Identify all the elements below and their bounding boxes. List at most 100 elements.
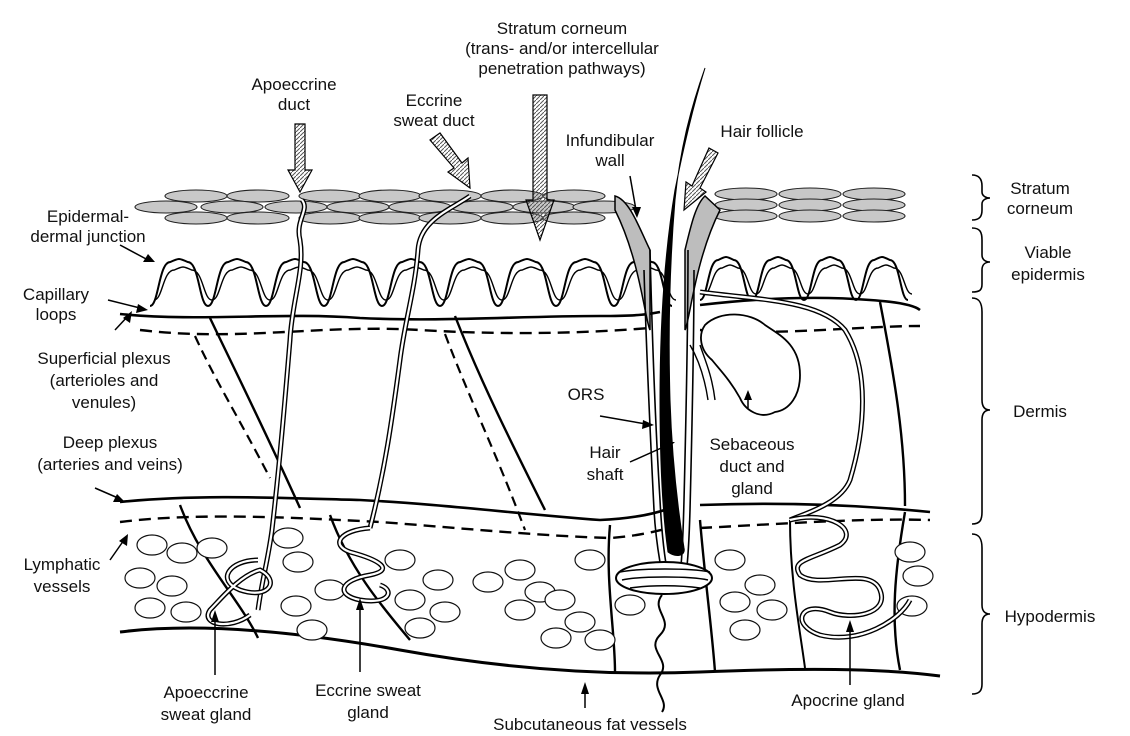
corneocyte xyxy=(779,199,841,211)
label-apoeccrine-gland-1: Apoeccrine xyxy=(163,683,248,702)
label-ors: ORS xyxy=(568,385,605,404)
fat-cell xyxy=(430,602,460,622)
label-sebaceous-1: Sebaceous xyxy=(709,435,794,454)
fat-cell xyxy=(167,543,197,563)
label-stratum-corneum-1: Stratum corneum xyxy=(497,19,627,38)
fat-cell xyxy=(315,580,345,600)
stratum-corneum-cells xyxy=(135,188,905,224)
corneocyte xyxy=(843,210,905,222)
fat-cell xyxy=(541,628,571,648)
corneocyte xyxy=(843,188,905,200)
fat-cell xyxy=(903,566,933,586)
label-apoeccrine-duct-2: duct xyxy=(278,95,310,114)
layer-braces xyxy=(972,175,990,694)
label-epidermal-2: dermal junction xyxy=(30,227,145,246)
sweat-ducts xyxy=(208,196,910,637)
corneocyte xyxy=(779,210,841,222)
fat-cell xyxy=(730,620,760,640)
fat-cell xyxy=(125,568,155,588)
fat-cell xyxy=(197,538,227,558)
corneocyte xyxy=(359,212,421,224)
corneocyte xyxy=(265,201,327,213)
corneocyte xyxy=(419,190,481,202)
label-apocrine: Apocrine gland xyxy=(791,691,904,710)
fat-cell xyxy=(273,528,303,548)
fat-cell xyxy=(615,595,645,615)
label-stratum-corneum-3: penetration pathways) xyxy=(478,59,645,78)
fat-cell xyxy=(283,552,313,572)
label-capillary-2: loops xyxy=(36,305,77,324)
label-hair-shaft-2: shaft xyxy=(587,465,624,484)
fat-cell xyxy=(157,576,187,596)
fat-cell xyxy=(385,550,415,570)
fat-cell xyxy=(895,542,925,562)
fat-cell xyxy=(585,630,615,650)
label-lymphatic-1: Lymphatic xyxy=(24,555,101,574)
fat-cell xyxy=(715,550,745,570)
label-infundibular-1: Infundibular xyxy=(566,131,655,150)
layer-viable-2: epidermis xyxy=(1011,265,1085,284)
label-infundibular-2: wall xyxy=(594,151,624,170)
fat-cell xyxy=(745,575,775,595)
corneocyte xyxy=(715,210,777,222)
corneocyte xyxy=(779,188,841,200)
fat-cell xyxy=(757,600,787,620)
label-subcutaneous: Subcutaneous fat vessels xyxy=(493,715,687,734)
fat-cell xyxy=(473,572,503,592)
fat-cell xyxy=(135,598,165,618)
fat-cell xyxy=(565,612,595,632)
corneocyte xyxy=(715,188,777,200)
corneocyte xyxy=(227,190,289,202)
label-deep-2: (arteries and veins) xyxy=(37,455,183,474)
label-hair-follicle: Hair follicle xyxy=(720,122,803,141)
layer-stratum-corneum-2: corneum xyxy=(1007,199,1073,218)
label-eccrine-gland-1: Eccrine sweat xyxy=(315,681,421,700)
fat-cell xyxy=(281,596,311,616)
label-hair-shaft-1: Hair xyxy=(589,443,621,462)
layer-dermis: Dermis xyxy=(1013,402,1067,421)
corneocyte xyxy=(299,190,361,202)
layer-hypodermis: Hypodermis xyxy=(1005,607,1096,626)
corneocyte xyxy=(327,201,389,213)
label-sebaceous-2: duct and xyxy=(719,457,784,476)
fat-cell xyxy=(405,618,435,638)
fat-cell xyxy=(423,570,453,590)
corneocyte xyxy=(543,212,605,224)
fat-cell xyxy=(545,590,575,610)
corneocyte xyxy=(165,212,227,224)
corneocyte xyxy=(227,212,289,224)
label-eccrine-duct-2: sweat duct xyxy=(393,111,475,130)
label-superficial-1: Superficial plexus xyxy=(37,349,170,368)
label-stratum-corneum-2: (trans- and/or intercellular xyxy=(465,39,659,58)
label-epidermal-1: Epidermal- xyxy=(47,207,129,226)
corneocyte xyxy=(359,190,421,202)
corneocyte xyxy=(201,201,263,213)
fat-cell xyxy=(505,600,535,620)
label-eccrine-gland-2: gland xyxy=(347,703,389,722)
corneocyte xyxy=(843,199,905,211)
eccrine-duct-arrow xyxy=(430,133,470,188)
corneocyte xyxy=(135,201,197,213)
layer-viable-1: Viable xyxy=(1025,243,1072,262)
fat-cell xyxy=(297,620,327,640)
label-apoeccrine-duct-1: Apoeccrine xyxy=(251,75,336,94)
corneocyte xyxy=(165,190,227,202)
label-superficial-2: (arterioles and xyxy=(50,371,159,390)
apoeccrine-duct-arrow xyxy=(288,124,312,192)
corneocyte xyxy=(715,199,777,211)
fat-cell xyxy=(575,550,605,570)
label-superficial-3: venules) xyxy=(72,393,136,412)
label-apoeccrine-gland-2: sweat gland xyxy=(161,705,252,724)
fat-cell xyxy=(720,592,750,612)
fat-cell xyxy=(171,602,201,622)
fat-cell xyxy=(137,535,167,555)
label-deep-1: Deep plexus xyxy=(63,433,158,452)
corneocyte xyxy=(299,212,361,224)
layer-stratum-corneum-1: Stratum xyxy=(1010,179,1070,198)
fat-cell xyxy=(395,590,425,610)
label-lymphatic-2: vessels xyxy=(34,577,91,596)
label-sebaceous-3: gland xyxy=(731,479,773,498)
fat-cell xyxy=(505,560,535,580)
